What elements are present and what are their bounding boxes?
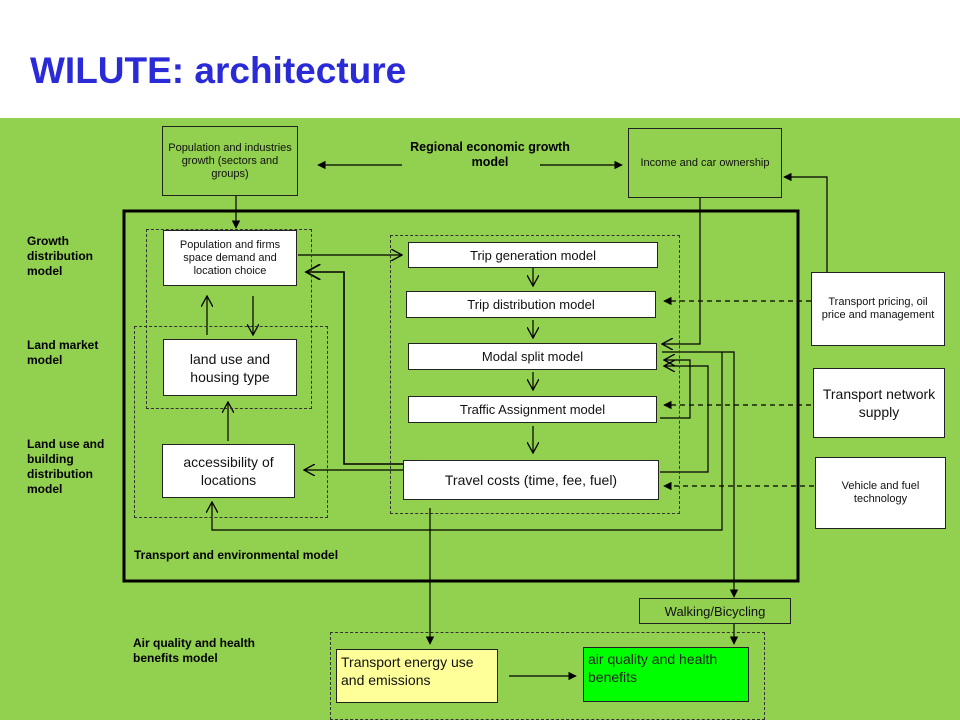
modal-split-box: Modal split model <box>408 343 657 370</box>
arrow-assignment-to-modal <box>660 360 691 419</box>
growth-distribution-label: Growth distribution model <box>27 234 93 278</box>
network-supply-box: Transport network supply <box>813 368 945 438</box>
arrow-pricing-to-income <box>783 172 828 272</box>
arrow-loop-to-accessibility <box>212 352 723 531</box>
arrow-costs-to-popfirms <box>306 272 403 465</box>
transport-model-frame <box>122 209 800 583</box>
population-firms-location-box: Population and firms space demand and lo… <box>163 230 297 286</box>
walking-bicycling-box: Walking/Bicycling <box>639 598 791 624</box>
regional-growth-label: Regional economic growth model <box>410 140 570 169</box>
page-title: WILUTE: architecture <box>30 50 407 91</box>
group-growth-landmarket <box>146 229 312 409</box>
land-use-housing-box: land use and housing type <box>163 339 297 396</box>
income-car-ownership-box: Income and car ownership <box>628 128 782 198</box>
trip-distribution-box: Trip distribution model <box>406 291 656 318</box>
traffic-assignment-box: Traffic Assignment model <box>408 396 657 423</box>
travel-costs-box: Travel costs (time, fee, fuel) <box>403 460 659 500</box>
land-market-label: Land market model <box>27 338 99 367</box>
vehicle-fuel-technology-box: Vehicle and fuel technology <box>815 457 946 529</box>
trip-generation-box: Trip generation model <box>408 242 658 268</box>
transport-environmental-label: Transport and environmental model <box>134 548 339 562</box>
arrow-income-to-modal <box>662 198 701 344</box>
energy-emissions-box: Transport energy use and emissions <box>336 649 498 703</box>
arrow-modal-to-walking <box>662 351 739 598</box>
group-transport-models <box>390 235 680 514</box>
group-landuse-accessibility <box>134 326 328 518</box>
land-use-building-label: Land use and building distribution model <box>27 437 105 496</box>
air-quality-model-label: Air quality and health benefits model <box>133 636 256 665</box>
accessibility-box: accessibility of locations <box>162 444 295 498</box>
transport-pricing-box: Transport pricing, oil price and managem… <box>811 272 945 346</box>
air-quality-health-box: air quality and health benefits <box>583 647 749 702</box>
arrow-costs-to-modal <box>660 366 709 473</box>
population-industries-growth-box: Population and industries growth (sector… <box>162 126 298 196</box>
